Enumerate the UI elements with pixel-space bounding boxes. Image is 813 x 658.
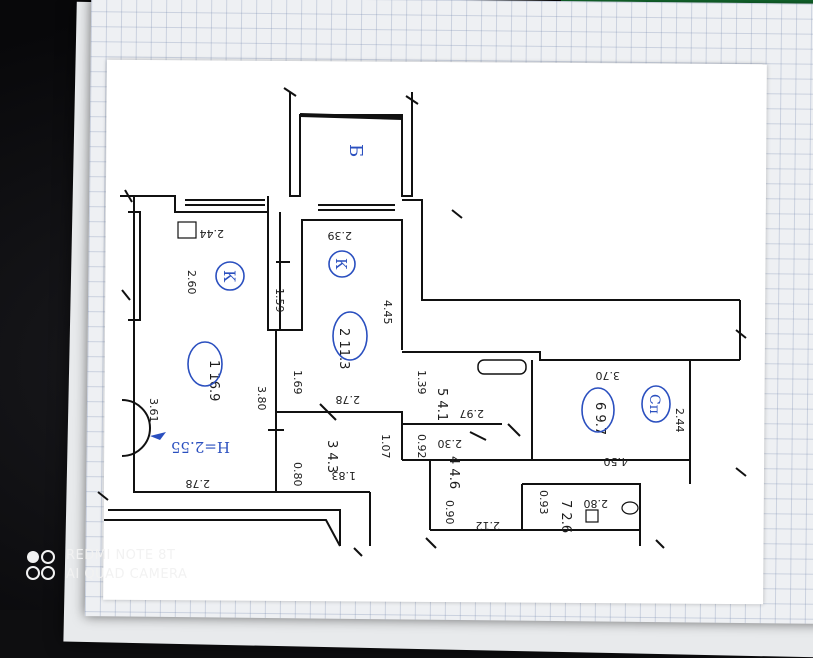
dim-label: 2.78: [336, 393, 361, 406]
dim-label: 2.44: [673, 408, 686, 433]
dim-label: 1.39: [415, 370, 428, 395]
ceiling-height: H=2.55: [171, 438, 230, 456]
dim-label: 1.69: [291, 370, 304, 395]
sink-icon: [585, 509, 599, 523]
svg-text:7 2.6: 7 2.6: [558, 500, 573, 533]
room-circle: [581, 387, 615, 433]
dim-label: 2.60: [185, 270, 198, 295]
dim-label: 2.12: [476, 519, 501, 532]
room-area: 4.3: [324, 452, 339, 473]
dim-label: 2.44: [200, 227, 225, 240]
floor-plan-drawing: 2.44 2.60 1.59 2.39 4.45 1.69 3.80 3.61 …: [97, 87, 747, 557]
room-circle: [187, 341, 223, 387]
kitchen-mark: К: [220, 270, 239, 283]
svg-text:4 4.6: 4 4.6: [446, 456, 461, 489]
dim-label: 4.50: [604, 455, 629, 468]
room-circle: [332, 311, 368, 361]
toilet-icon: [621, 501, 639, 515]
dim-label: 0.90: [443, 500, 456, 525]
dim-label: 1.83: [332, 469, 357, 482]
dim-label: 0.93: [537, 490, 550, 515]
svg-text:6 9.7: 6 9.7: [592, 402, 607, 435]
svg-text:2 11.3: 2 11.3: [336, 328, 351, 369]
bedroom-mark: К: [332, 258, 350, 270]
stove-icon: [177, 221, 197, 239]
pen-annotations: К К Сп H=2.55 Б: [150, 144, 671, 456]
dimension-labels: 2.44 2.60 1.59 2.39 4.45 1.69 3.80 3.61 …: [147, 227, 686, 532]
room-number: 1: [206, 360, 221, 368]
camera-watermark: REDMI NOTE 8T AI QUAD CAMERA: [24, 546, 187, 584]
room-number: 6: [592, 402, 607, 410]
walls: [97, 87, 747, 557]
room-area: 4.6: [446, 468, 461, 489]
room-area: 4.1: [434, 400, 449, 421]
dim-label: 2.97: [460, 407, 485, 420]
bathtub-icon: [477, 359, 527, 375]
room-area: 9.7: [592, 414, 607, 435]
room-area: 11.3: [336, 340, 351, 369]
dim-label: 3.61: [147, 398, 160, 423]
balcony-mark: Б: [345, 144, 366, 157]
arrow-icon: [150, 432, 166, 440]
svg-text:5 4.1: 5 4.1: [434, 388, 449, 421]
dim-label: 2.30: [438, 437, 463, 450]
dim-label: 0.92: [415, 434, 428, 459]
watermark-camera: AI QUAD CAMERA: [66, 567, 188, 582]
dim-label: 1.59: [273, 288, 286, 313]
room-labels: 1 16.9 2 11.3 3 4.3 4 4.6 5 4.1 6 9.7 7 …: [206, 328, 607, 533]
dim-label: 4.45: [381, 300, 394, 325]
dim-label: 2.80: [584, 497, 609, 510]
loggia-mark: Сп: [646, 394, 662, 414]
room-number: 3: [324, 440, 339, 448]
watermark-model: REDMI NOTE 8T: [66, 548, 176, 563]
bedroom-mark-circle: [328, 250, 356, 278]
room-number: 5: [434, 388, 449, 396]
dim-label: 0.80: [291, 462, 304, 487]
room-area: 2.6: [558, 512, 573, 533]
door-arc: [121, 399, 151, 457]
dim-label: 1.07: [379, 434, 392, 459]
dim-label: 2.78: [186, 477, 211, 490]
svg-text:3 4.3: 3 4.3: [324, 440, 339, 473]
room-number: 4: [446, 456, 461, 464]
dim-label: 3.80: [255, 386, 268, 411]
camera-logo-icon: [26, 550, 55, 580]
kitchen-mark-circle: [215, 261, 245, 291]
room-number: 7: [558, 500, 573, 508]
room-number: 2: [336, 328, 351, 336]
dim-label: 2.39: [328, 229, 353, 242]
loggia-mark-circle: [641, 385, 671, 423]
svg-text:1 16.9: 1 16.9: [206, 360, 221, 401]
dim-label: 3.70: [596, 369, 621, 382]
